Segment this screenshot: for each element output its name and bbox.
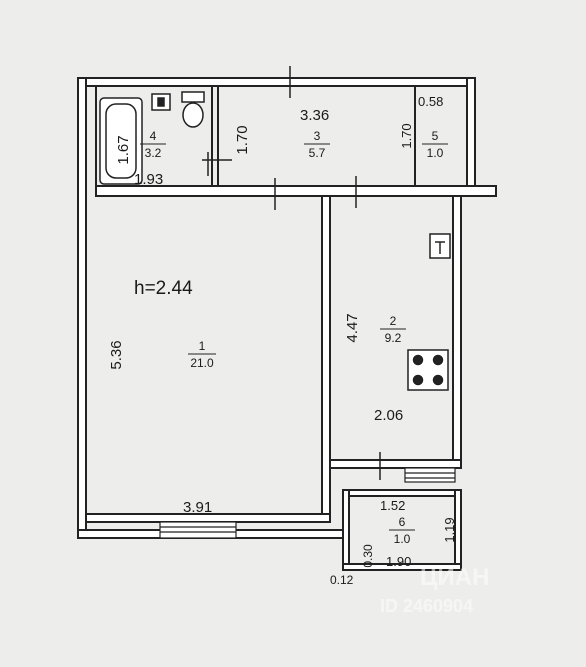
dim-balcony-offset: 0.12 [330,573,354,587]
room-1-number: 1 [199,339,206,353]
room-5-number: 5 [432,129,439,143]
dim-bath-width: 1.93 [134,171,163,188]
room-6-number: 6 [399,515,406,529]
balcony [342,489,462,571]
room-6-area: 1.0 [394,532,411,546]
dim-room1-width: 3.91 [183,499,212,516]
room-4-number: 4 [150,129,157,143]
toilet-icon [181,91,205,128]
dim-hall-width: 3.36 [300,107,329,124]
room-4-area: 3.2 [145,146,162,160]
stove-icon [407,349,449,391]
dim-closet-height: 1.70 [399,123,414,148]
dim-bath-height: 1.67 [115,135,132,164]
watermark-brand: ЦИАН [420,564,489,591]
dim-room1-height: 5.36 [108,340,125,369]
dim-balcony-top: 1.52 [380,498,405,513]
ceiling-height-label: h=2.44 [134,278,193,299]
room-5-area: 1.0 [427,146,444,160]
door-marks [202,66,381,480]
room-3-area: 5.7 [309,146,326,160]
sink-icon [151,93,171,111]
dim-bath-wall: 1.70 [234,125,251,154]
windows [159,467,456,539]
room-1-area: 21.0 [190,356,214,370]
dim-closet-width: 0.58 [418,94,443,109]
dim-balcony-side: 0.30 [361,544,375,568]
dim-balcony-height: 1.19 [442,517,457,542]
room-3-number: 3 [314,129,321,143]
dim-balcony-bottom: 1.90 [386,554,411,569]
room-2-area: 9.2 [385,331,402,345]
dim-kitchen-width: 2.06 [374,407,403,424]
dim-kitchen-height: 4.47 [344,313,361,342]
kitchen-sink-icon [429,233,451,259]
room-2-number: 2 [390,314,397,328]
bathtub [99,97,143,185]
watermark-id: ID 2460904 [380,596,473,616]
